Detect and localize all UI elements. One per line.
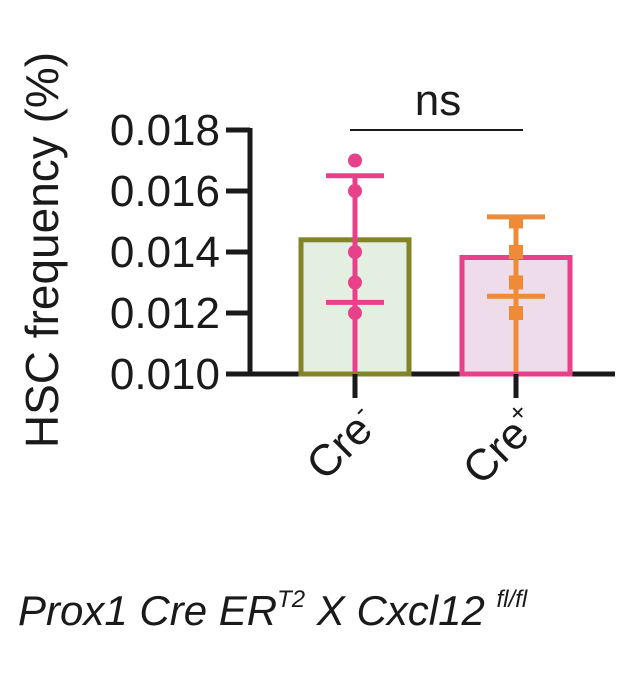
y-tick-label: 0.012 xyxy=(110,289,220,338)
x-category-label: Cre- xyxy=(295,396,388,489)
bars xyxy=(298,237,573,377)
data-points xyxy=(348,153,523,320)
data-point xyxy=(348,306,362,320)
caption-part1: Prox1 Cre ER xyxy=(18,587,278,634)
bar-chart: HSC frequency (%) 0.0100.0120.0140.0160.… xyxy=(16,52,615,494)
caption-part2: X Cxcl12 xyxy=(305,587,497,634)
data-point xyxy=(348,245,362,259)
data-point xyxy=(348,275,362,290)
y-tick-label: 0.014 xyxy=(110,228,220,277)
data-point xyxy=(509,275,523,290)
data-point xyxy=(509,214,523,229)
y-tick-label: 0.010 xyxy=(110,350,220,399)
figure-caption: Prox1 Cre ERT2 X Cxcl12 fl/fl xyxy=(18,586,527,635)
y-axis-label: HSC frequency (%) xyxy=(16,52,68,448)
caption-sup1: T2 xyxy=(277,586,306,613)
data-point xyxy=(509,306,523,320)
caption-sup2: fl/fl xyxy=(496,586,528,613)
data-point xyxy=(509,245,523,259)
significance-label: ns xyxy=(415,76,461,125)
x-category-label: Cre+ xyxy=(451,396,549,494)
y-tick-label: 0.016 xyxy=(110,167,220,216)
data-point xyxy=(348,153,362,168)
x-categories: Cre- Cre+ xyxy=(295,374,549,494)
data-point xyxy=(348,184,362,198)
y-ticks: 0.010 0.012 0.014 0.016 0.018 xyxy=(110,106,250,399)
y-tick-label: 0.018 xyxy=(110,106,220,155)
